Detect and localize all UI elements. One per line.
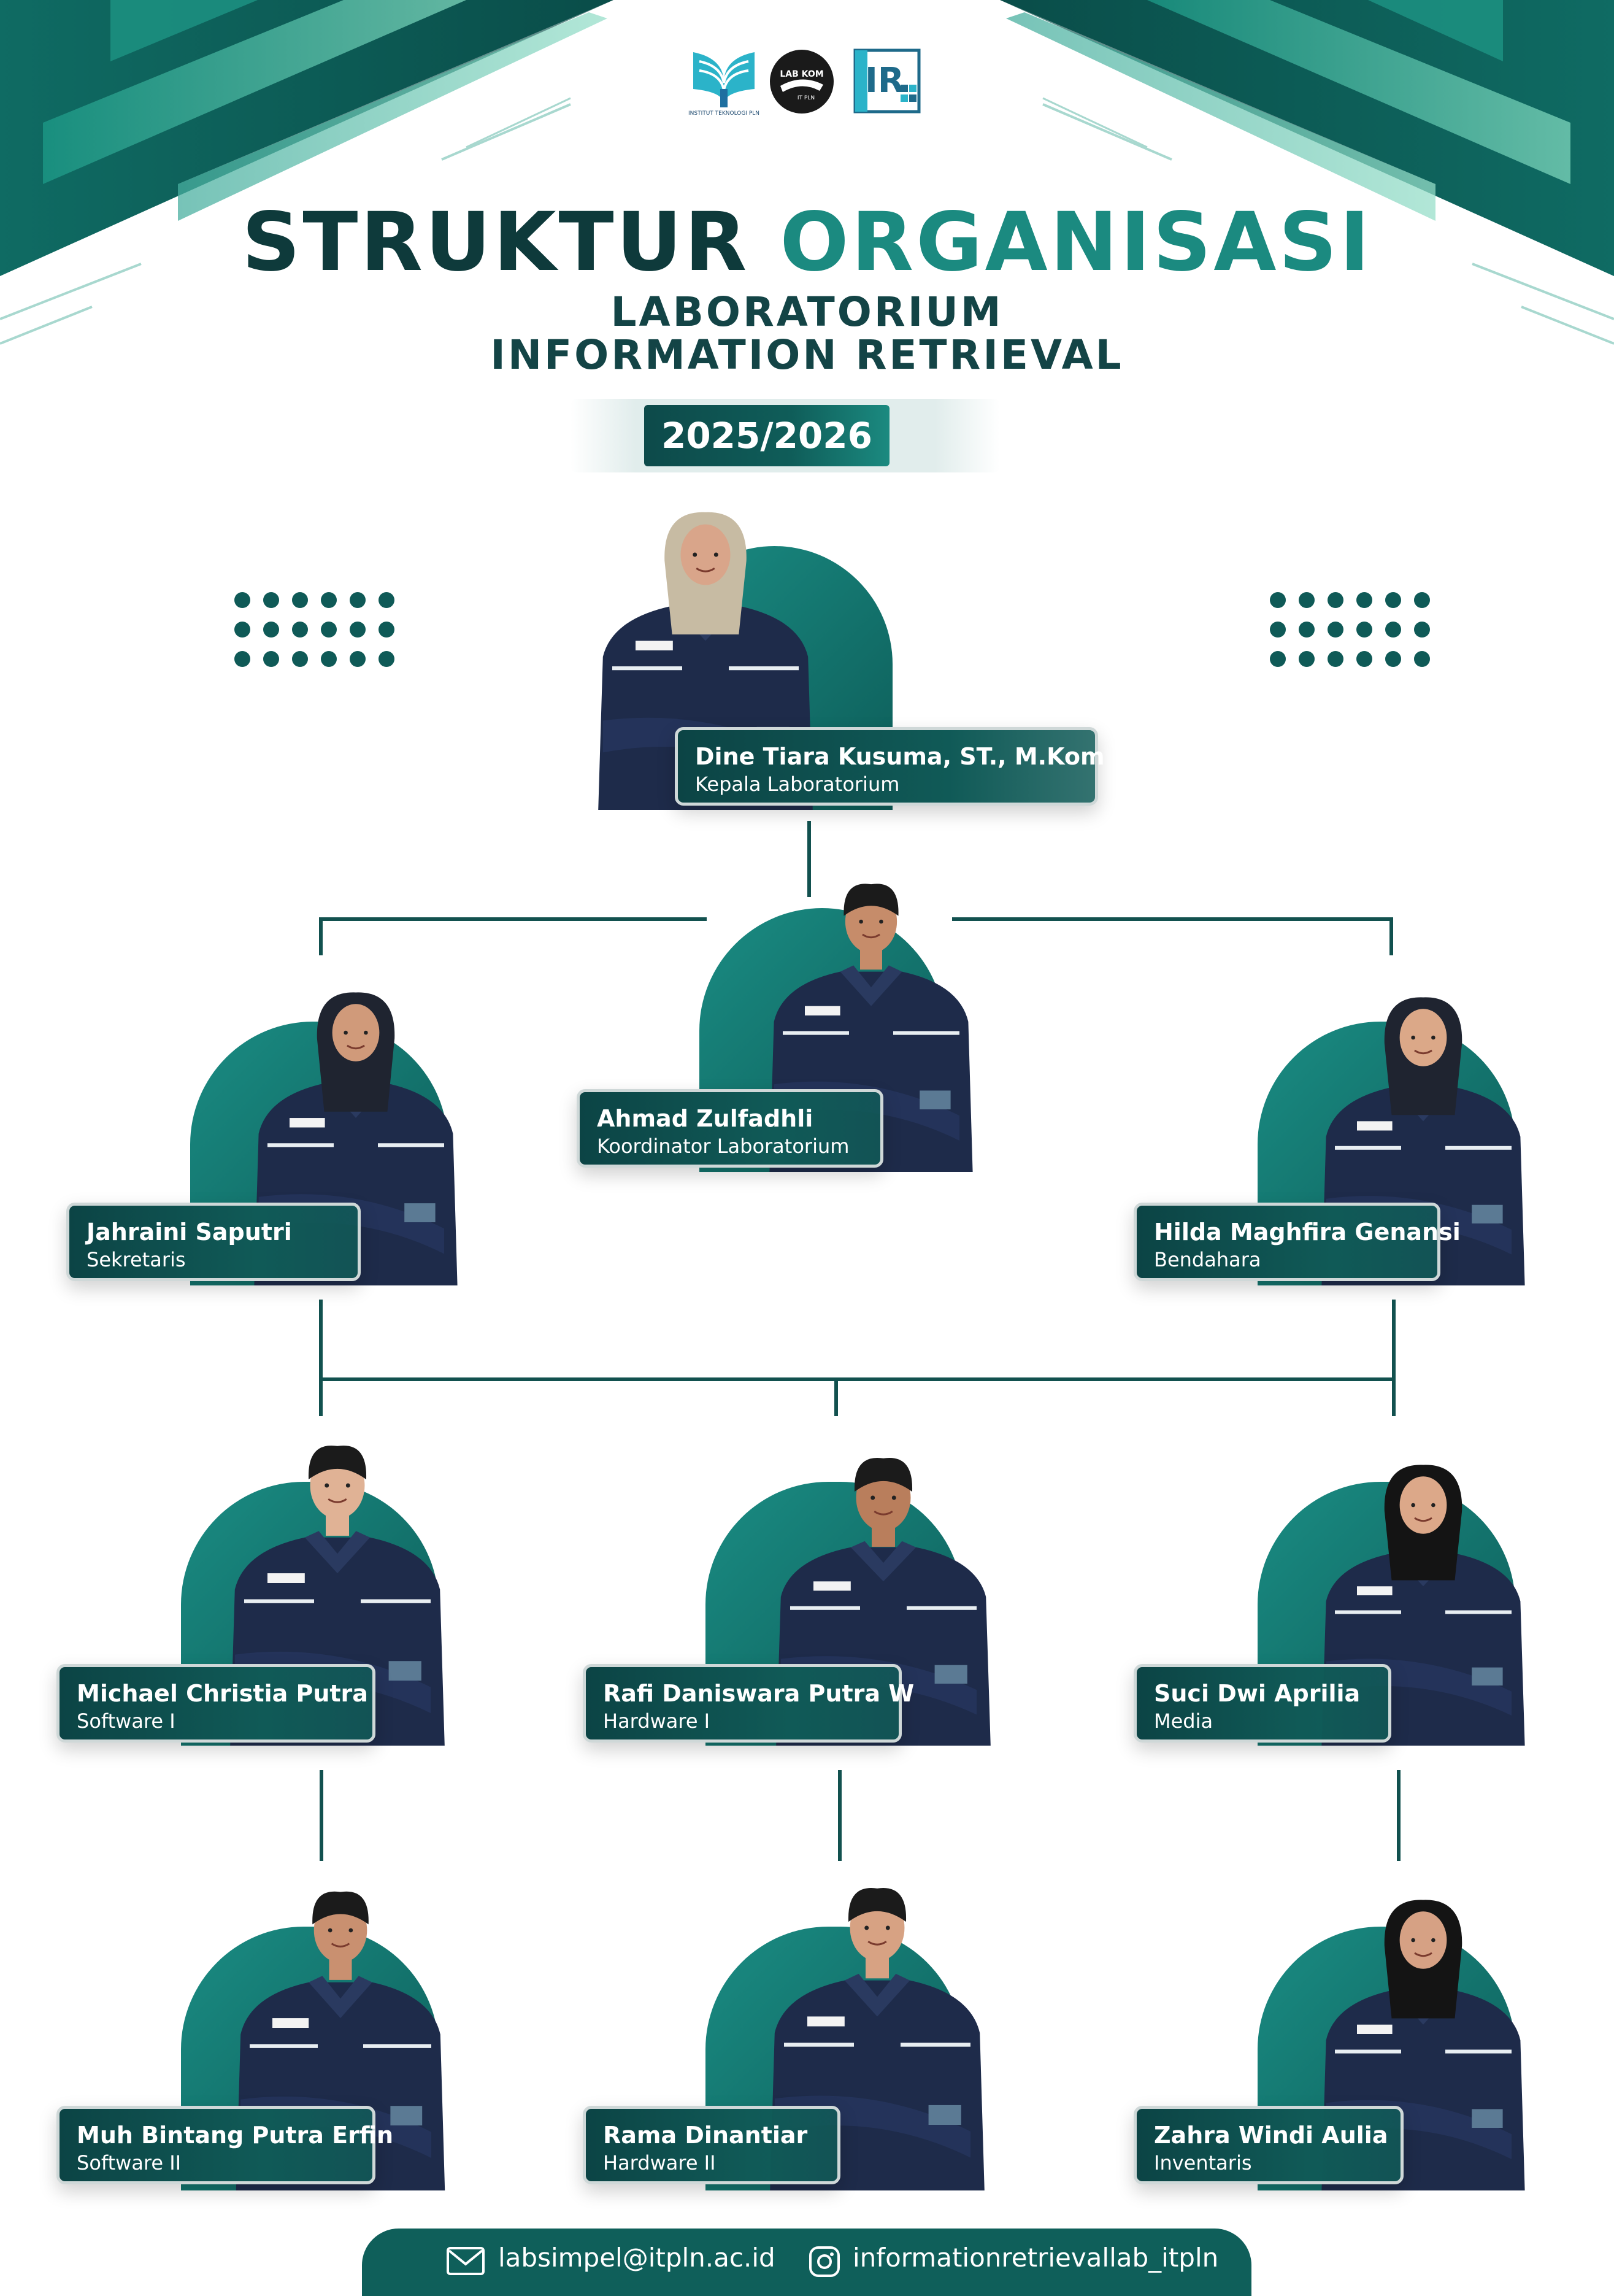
member-card-bendahara: Hilda Maghfira Genansi Bendahara	[1134, 1203, 1461, 1281]
itpln-caption: INSTITUT TEKNOLOGI PLN	[688, 110, 759, 117]
member-name: Rama Dinantiar	[603, 2122, 808, 2149]
year-banner: 2025/2026	[571, 399, 1000, 472]
member-name: Jahraini Saputri	[86, 1219, 292, 1246]
itpln-book-logo-icon: INSTITUT TEKNOLOGI PLN	[688, 52, 759, 117]
member-card-software1: Michael Christia Putra Software I	[56, 1664, 375, 1743]
connector-line	[838, 1770, 842, 1861]
svg-text:LAB KOM: LAB KOM	[780, 69, 823, 79]
decorative-dots-right	[1270, 592, 1430, 667]
connector-line	[319, 1300, 323, 1416]
member-role: Sekretaris	[86, 1248, 186, 1271]
member-card-media: Suci Dwi Aprilia Media	[1134, 1664, 1391, 1743]
email-icon	[447, 2247, 485, 2275]
subtitle-line2: INFORMATION RETRIEVAL	[490, 331, 1124, 379]
contact-footer: labsimpel@itpln.ac.id informationretriev…	[362, 2229, 1251, 2296]
connector-line	[1392, 1300, 1396, 1416]
title-part2: ORGANISASI	[780, 195, 1372, 290]
connector-line	[320, 1770, 323, 1861]
subtitle-line1: LABORATORIUM	[610, 288, 1004, 336]
member-card-hardware2: Rama Dinantiar Hardware II	[583, 2106, 840, 2184]
title-part1: STRUKTUR	[242, 195, 750, 290]
member-card-sekretaris: Jahraini Saputri Sekretaris	[66, 1203, 361, 1281]
svg-text:IR: IR	[865, 61, 904, 101]
member-role: Inventaris	[1154, 2151, 1252, 2175]
member-card-hardware1: Rafi Daniswara Putra W Hardware I	[583, 1664, 915, 1743]
decorative-dots-left	[234, 592, 394, 667]
contact-email[interactable]: labsimpel@itpln.ac.id	[498, 2243, 775, 2273]
member-name: Michael Christia Putra	[77, 1680, 368, 1707]
connector-line	[1389, 917, 1393, 955]
year-badge: 2025/2026	[644, 405, 890, 466]
page-title: STRUKTUR ORGANISASI	[0, 195, 1614, 290]
member-name: Zahra Windi Aulia	[1154, 2122, 1388, 2149]
member-role: Hardware I	[603, 1709, 710, 1733]
lab-kom-logo-icon: LAB KOM IT PLN	[770, 50, 834, 114]
member-name: Ahmad Zulfadhli	[597, 1105, 813, 1132]
member-card-software2: Muh Bintang Putra Erfin Software II	[56, 2106, 394, 2184]
member-card-kepala: Dine Tiara Kusuma, ST., M.Kom Kepala Lab…	[675, 727, 1105, 806]
connector-line	[807, 821, 811, 897]
member-name: Suci Dwi Aprilia	[1154, 1680, 1361, 1707]
connector-line	[834, 1381, 838, 1416]
member-card-koordinator: Ahmad Zulfadhli Koordinator Laboratorium	[577, 1089, 883, 1168]
member-name: Muh Bintang Putra Erfin	[77, 2122, 394, 2149]
member-role: Hardware II	[603, 2151, 716, 2175]
connector-line	[319, 917, 323, 955]
member-name: Hilda Maghfira Genansi	[1154, 1219, 1461, 1246]
member-role: Kepala Laboratorium	[695, 772, 900, 796]
member-role: Koordinator Laboratorium	[597, 1135, 850, 1158]
svg-text:IT PLN: IT PLN	[797, 95, 815, 101]
ir-logo-icon: IR	[853, 48, 921, 114]
member-name: Rafi Daniswara Putra W	[603, 1680, 915, 1707]
member-role: Software I	[77, 1709, 175, 1733]
member-role: Software II	[77, 2151, 182, 2175]
member-card-inventaris: Zahra Windi Aulia Inventaris	[1134, 2106, 1404, 2184]
member-role: Media	[1154, 1709, 1213, 1733]
connector-line	[1397, 1770, 1401, 1861]
connector-line	[952, 917, 1393, 921]
connector-line	[319, 917, 707, 921]
header-background-shapes	[0, 0, 1614, 345]
member-role: Bendahara	[1154, 1248, 1261, 1271]
instagram-icon	[809, 2246, 840, 2277]
contact-instagram[interactable]: informationretrievallab_itpln	[853, 2243, 1219, 2273]
connector-line	[319, 1377, 1396, 1381]
member-name: Dine Tiara Kusuma, ST., M.Kom	[695, 743, 1105, 770]
